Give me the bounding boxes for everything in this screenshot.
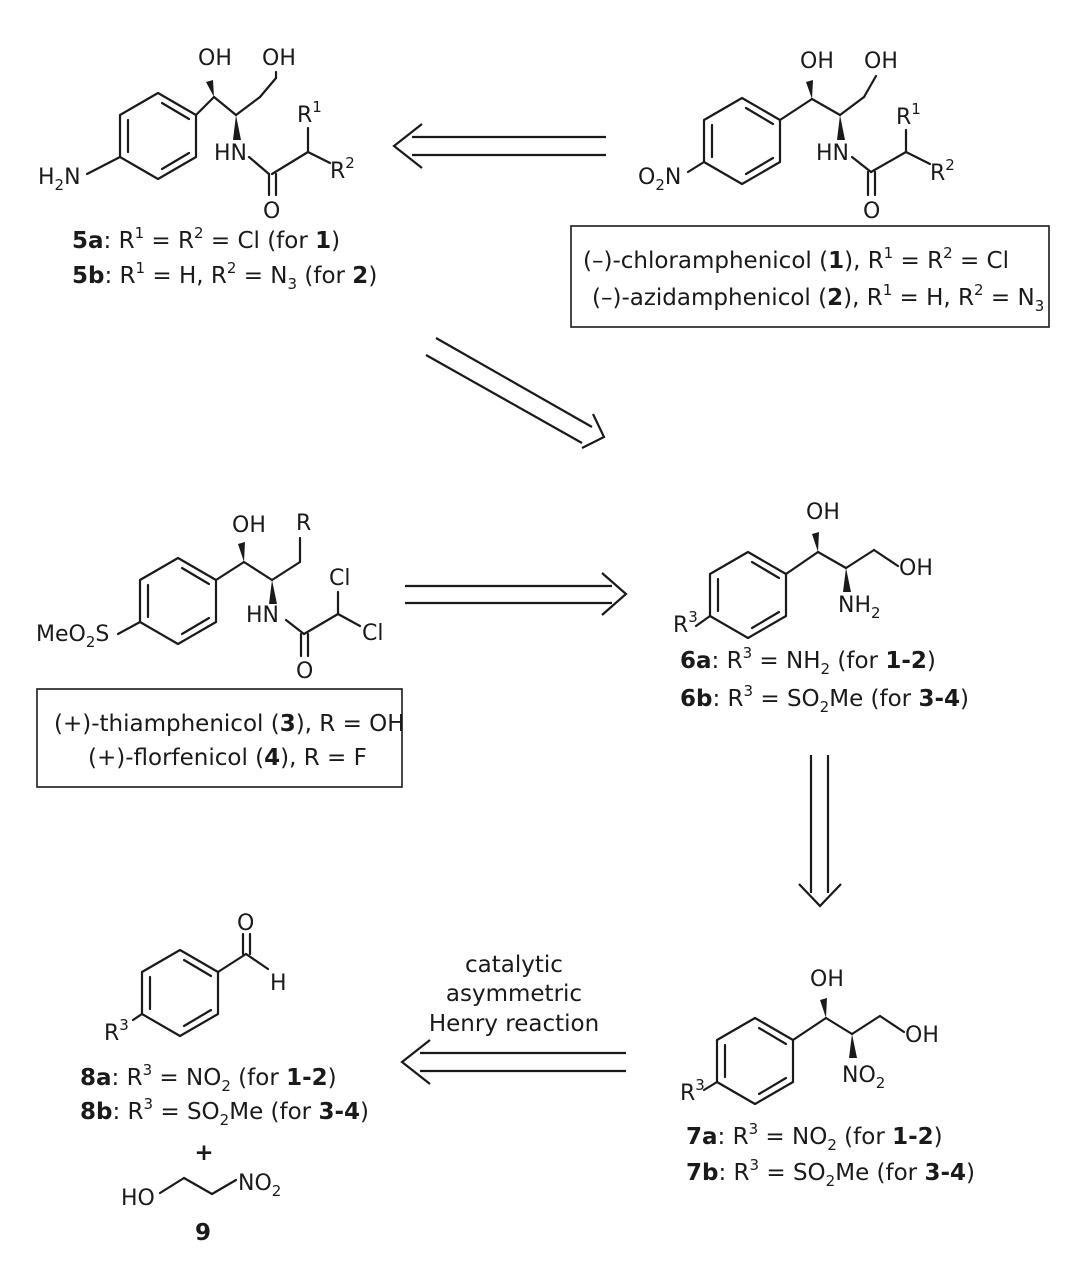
compound-9-structure [158,1176,238,1196]
c5a-caption: 5a: R1 = R2 = Cl (for 1) [72,224,340,254]
retro-arrow-to-6-diagonal [425,337,606,449]
c3-cl1-label: Cl [329,566,350,591]
plus-sign: + [194,1140,213,1166]
c1-o2n-label: O2N [638,165,681,194]
c3-r-label: R [296,511,311,536]
henry-label-line3: Henry reaction [429,1011,599,1037]
c7-oh1-label: OH [810,967,844,992]
c1-r2-label: R2 [930,156,955,186]
c9-no2-label: NO2 [238,1171,281,1200]
c7a-caption: 7a: R3 = NO2 (for 1-2) [686,1120,943,1154]
c7-r3-label: R3 [680,1076,705,1106]
c6-oh2-label: OH [899,556,933,581]
c5-o-label: O [263,199,280,224]
c3-hn-label: HN [246,603,279,628]
c7-no2-label: NO2 [842,1063,885,1092]
c7-oh2-label: OH [905,1023,939,1048]
c3-meo2s-label: MeO2S [36,622,109,651]
retro-arrow-henry [400,1039,626,1085]
azidamphenicol-caption: (–)-azidamphenicol (2), R1 = H, R2 = N3 [592,281,1044,315]
c8b-caption: 8b: R3 = SO2Me (for 3-4) [80,1095,369,1129]
c1-2-name-box [570,225,1050,328]
c6-nh2-label: NH2 [838,593,881,622]
c8-r3-label: R3 [104,1016,129,1046]
c5-hn-label: HN [214,141,247,166]
c1-hn-label: HN [816,141,849,166]
chloramphenicol-caption: (–)-chloramphenicol (1), R1 = R2 = Cl [583,244,1009,274]
c6-r3-label: R3 [673,608,698,638]
c1-o-label: O [863,199,880,224]
c3-cl2-label: Cl [362,621,383,646]
retro-arrow-3-4-to-6 [405,572,628,616]
c5-r2-label: R2 [330,154,355,184]
c8-h-label: H [270,971,287,996]
c6b-caption: 6b: R3 = SO2Me (for 3-4) [680,682,969,716]
compound-3-4-structure [116,536,362,658]
c5b-caption: 5b: R1 = H, R2 = N3 (for 2) [72,259,377,293]
c1-oh-label: OH [800,49,834,74]
c3-4-name-box [36,688,403,788]
compound-7-structure [702,998,906,1106]
c7b-caption: 7b: R3 = SO2Me (for 3-4) [686,1156,975,1190]
c3-oh-label: OH [232,513,266,538]
c8a-caption: 8a: R3 = NO2 (for 1-2) [80,1061,337,1095]
c5-h2n-label: H2N [38,165,81,194]
florfenicol-caption: (+)-florfenicol (4), R = F [88,745,367,771]
c9-ho-label: HO [121,1186,155,1211]
c9-id: 9 [195,1220,211,1246]
compound-8-structure [131,932,270,1038]
compound-6-structure [694,532,900,640]
henry-label-line1: catalytic [465,952,563,978]
c6a-caption: 6a: R3 = NH2 (for 1-2) [680,644,936,678]
c5-oh2-label: OH [262,46,296,71]
c6-oh1-label: OH [806,500,840,525]
compound-5-structure [85,70,332,197]
retro-arrow-to-5 [392,123,606,169]
c8-o-label: O [237,911,254,936]
compound-1-2-structure [686,74,932,197]
c1-oh2-label: OH [864,49,898,74]
c5-oh-label: OH [198,46,232,71]
c1-r1-label: R1 [896,100,921,130]
c5-r1-label: R1 [297,98,322,128]
c3-o-label: O [296,659,313,684]
henry-label-line2: asymmetric [446,981,582,1007]
thiamphenicol-caption: (+)-thiamphenicol (3), R = OH [54,711,405,737]
retro-arrow-6-to-7 [798,755,842,908]
